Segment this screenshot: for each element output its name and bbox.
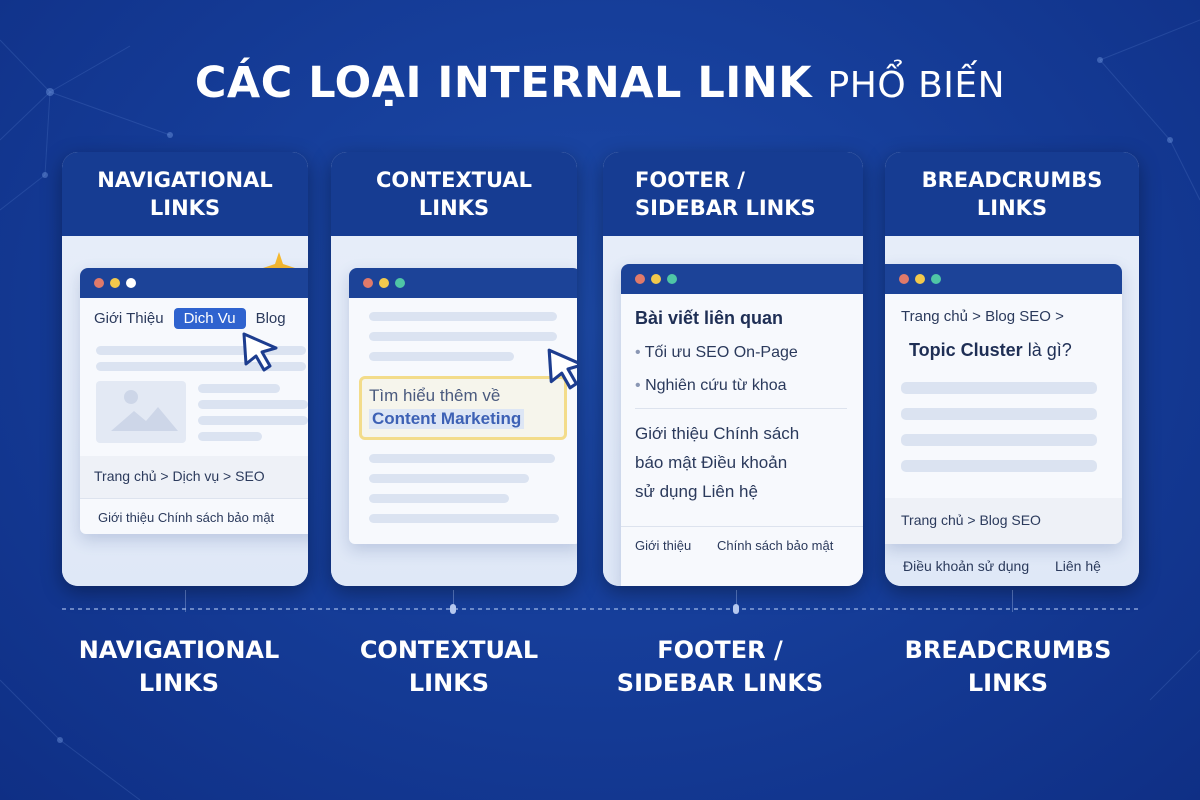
- window-titlebar: [885, 264, 1122, 294]
- timeline-node: [733, 604, 739, 614]
- heading-line-2: SIDEBAR LINKS: [635, 196, 816, 220]
- highlighted-context-box: [359, 376, 567, 440]
- dotted-timeline: [62, 608, 1142, 610]
- footer-link-lien-he[interactable]: Liên hệ: [1055, 558, 1101, 574]
- browser-window: Giới Thiệu Dich Vu Blog Trang chủ > Dịch v…: [80, 268, 308, 534]
- cursor-icon: [242, 332, 278, 372]
- heading-line-1: CONTEXTUAL: [375, 168, 533, 192]
- nav-menu: Giới Thiệu Dich Vu Blog: [94, 308, 286, 329]
- card-navigational-links: NAVIGATIONAL LINKS Giới Thiệu Dich Vu Blog: [62, 152, 308, 586]
- timeline-tick: [1012, 590, 1013, 612]
- heading-line-2: LINKS: [418, 196, 490, 220]
- card-heading: FOOTER / SIDEBAR LINKS: [603, 152, 863, 236]
- window-dot-yellow: [110, 278, 120, 288]
- card-contextual-links: CONTEXTUAL LINKS Tìm hiểu thêm về Conten…: [331, 152, 577, 586]
- nav-item-gioi-thieu[interactable]: Giới Thiệu: [94, 310, 164, 327]
- contextual-link-content-marketing[interactable]: Content Marketing: [369, 409, 525, 429]
- browser-window: Bài viết liên quan • Tối ưu SEO On-Page …: [621, 264, 863, 586]
- card-heading: CONTEXTUAL LINKS: [331, 152, 577, 236]
- window-dot-white: [126, 278, 136, 288]
- window-dot-yellow: [651, 274, 661, 284]
- cursor-icon: [547, 348, 577, 390]
- footer-link-row[interactable]: báo mật Điều khoản: [635, 453, 788, 472]
- window-titlebar: [349, 268, 577, 298]
- card-breadcrumbs-links: BREADCRUMBS LINKS Trang chủ > Blog SEO >…: [885, 152, 1139, 586]
- timeline-tick: [185, 590, 186, 612]
- card-heading: BREADCRUMBS LINKS: [885, 152, 1139, 236]
- bottom-label-footer-sidebar: FOOTER /SIDEBAR LINKS: [616, 636, 824, 697]
- breadcrumb-trail[interactable]: Trang chủ > Dịch vụ > SEO: [94, 468, 265, 484]
- context-text: Tìm hiểu thêm về: [369, 386, 501, 405]
- nav-item-blog[interactable]: Blog: [255, 310, 286, 327]
- page-title: CÁC LOẠI INTERNAL LINK PHỔ BIẾN: [0, 58, 1200, 108]
- window-dot-green: [667, 274, 677, 284]
- related-posts-title: Bài viết liên quan: [635, 308, 784, 328]
- heading-line-2: LINKS: [976, 196, 1048, 220]
- card-heading: NAVIGATIONAL LINKS: [62, 152, 308, 236]
- heading-line-1: BREADCRUMBS: [921, 168, 1103, 192]
- related-post-item[interactable]: • Tối ưu SEO On-Page: [635, 344, 798, 361]
- card-footer-sidebar-links: FOOTER / SIDEBAR LINKS Bài viết liên qua…: [603, 152, 863, 586]
- footer-links[interactable]: Giới thiệu Chính sách bảo mật: [98, 510, 275, 525]
- window-titlebar: [80, 268, 308, 298]
- window-dot-green: [395, 278, 405, 288]
- footer-link-dieu-khoan[interactable]: Điều khoản sử dụng: [903, 558, 1030, 574]
- window-dot-red: [363, 278, 373, 288]
- window-dot-red: [94, 278, 104, 288]
- window-titlebar: [621, 264, 863, 294]
- heading-line-2: LINKS: [149, 196, 221, 220]
- image-icon: [111, 390, 178, 431]
- heading-line-1: NAVIGATIONAL: [97, 168, 273, 192]
- timeline-tick: [453, 590, 454, 612]
- article-title: Topic Cluster là gì?: [909, 340, 1072, 360]
- heading-line-1: FOOTER /: [635, 168, 745, 192]
- timeline-node: [450, 604, 456, 614]
- window-dot-red: [635, 274, 645, 284]
- title-bold: CÁC LOẠI INTERNAL LINK: [194, 58, 813, 108]
- breadcrumb-trail-bottom[interactable]: Trang chủ > Blog SEO: [901, 512, 1041, 528]
- timeline-tick: [736, 590, 737, 612]
- nav-item-dich-vu-active[interactable]: Dich Vu: [173, 308, 246, 329]
- bottom-footer-link-gioi-thieu[interactable]: Giới thiệu: [635, 538, 692, 553]
- window-dot-red: [899, 274, 909, 284]
- image-placeholder: [96, 381, 186, 443]
- footer-link-row[interactable]: Giới thiệu Chính sách: [635, 424, 800, 443]
- window-dot-yellow: [379, 278, 389, 288]
- footer-link-row[interactable]: sử dụng Liên hệ: [635, 482, 758, 501]
- title-light: PHỔ BIẾN: [827, 65, 1006, 106]
- related-post-item[interactable]: • Nghiên cứu từ khoa: [635, 377, 787, 394]
- window-dot-yellow: [915, 274, 925, 284]
- breadcrumb-trail-top[interactable]: Trang chủ > Blog SEO >: [901, 308, 1064, 325]
- bottom-footer-link-chinh-sach[interactable]: Chính sách bảo mật: [717, 538, 834, 553]
- browser-window: Trang chủ > Blog SEO > Topic Cluster là …: [885, 264, 1122, 544]
- window-dot-green: [931, 274, 941, 284]
- browser-window: Tìm hiểu thêm về Content Marketing: [349, 268, 577, 544]
